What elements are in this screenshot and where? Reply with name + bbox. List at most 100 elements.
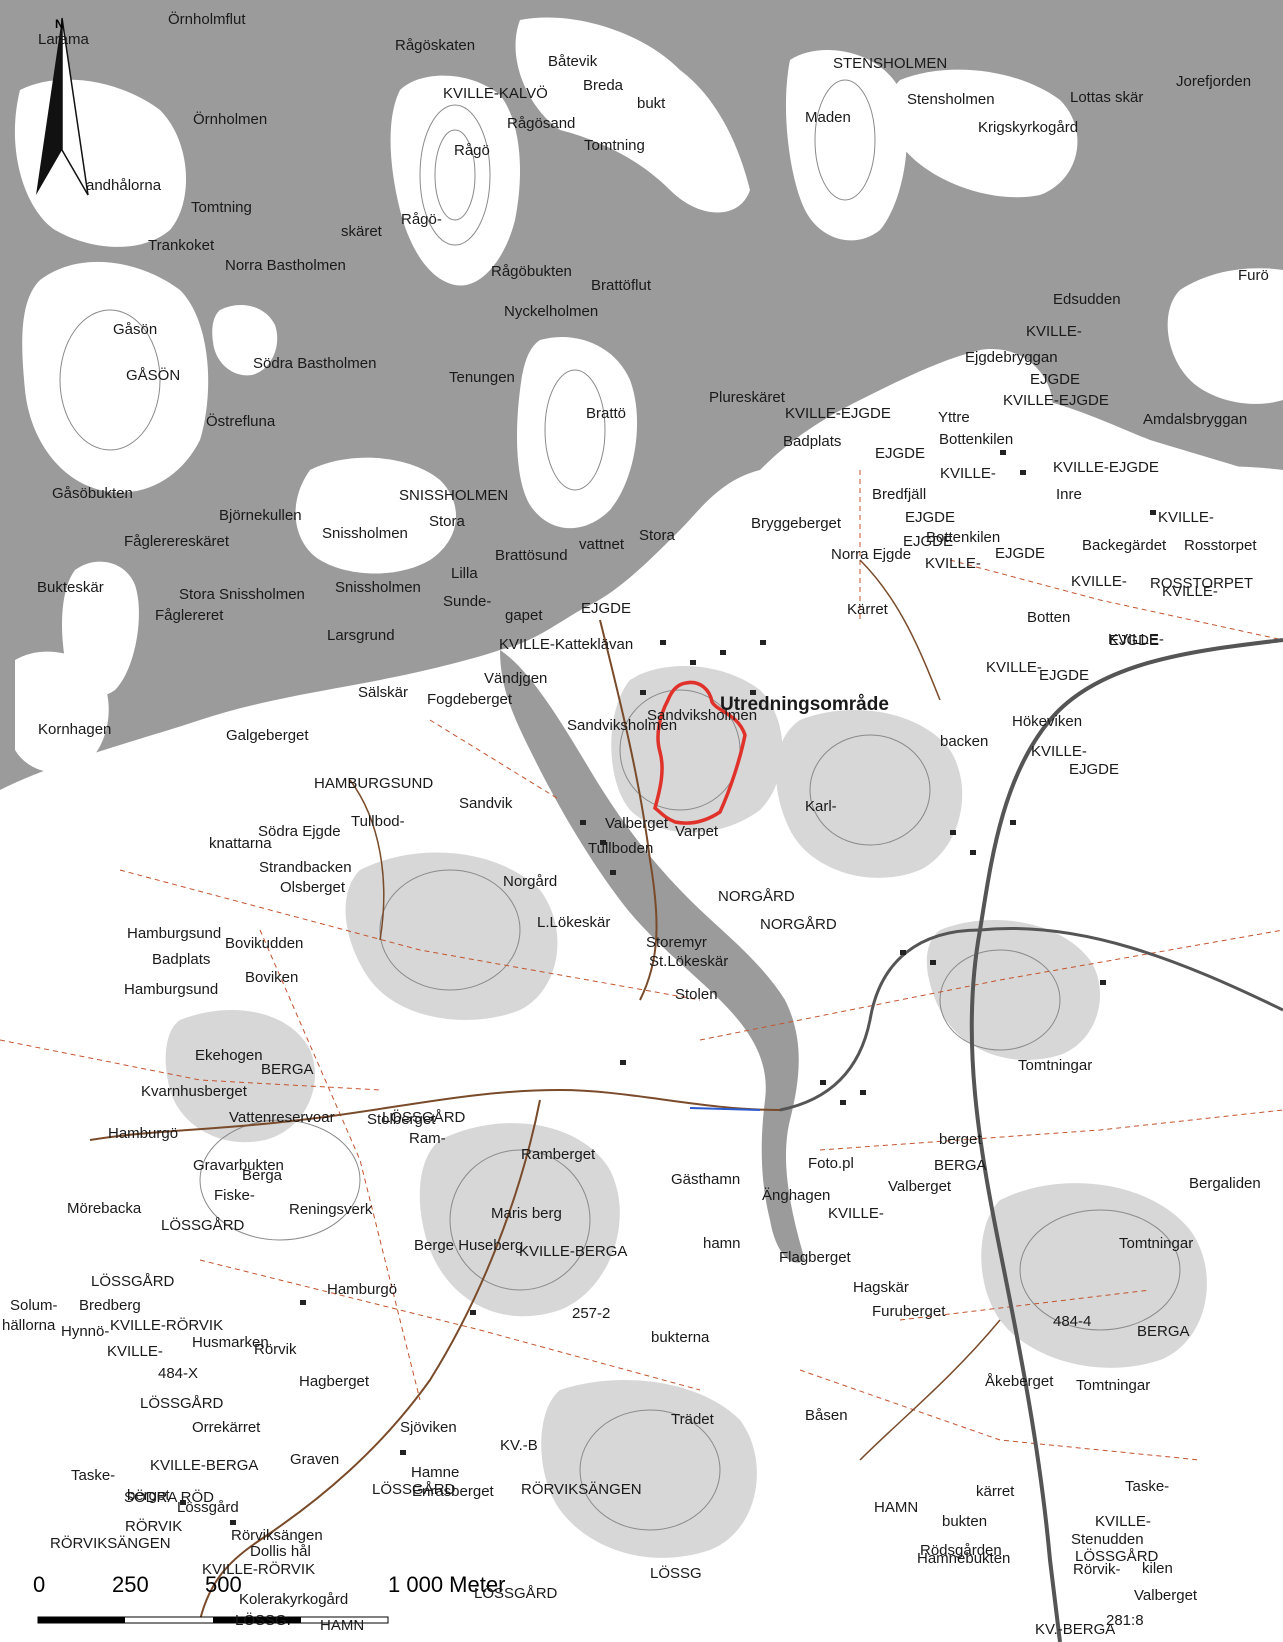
place-label: EJGDE <box>1109 632 1159 649</box>
place-label: Taske- <box>71 1467 115 1484</box>
place-label: BERGA <box>261 1061 314 1078</box>
place-label: Rosstorpet <box>1184 537 1257 554</box>
place-label: Rågö- <box>401 211 442 228</box>
place-label: Hynnö- <box>61 1323 109 1340</box>
place-label: GÅSÖN <box>126 366 180 384</box>
place-label: NORGÅRD <box>760 916 837 933</box>
roads <box>89 559 1283 1642</box>
place-label: Berga <box>242 1167 283 1184</box>
place-label: Badplats <box>783 433 841 450</box>
place-label: KVILLE-Katteklävan <box>499 636 633 653</box>
place-label: LÖSSGÅRD <box>372 1480 456 1498</box>
island-furo <box>1167 268 1283 404</box>
place-label: Hamburgsund <box>124 981 218 998</box>
place-label: Rågösand <box>507 115 575 132</box>
hamburgsund-sound <box>500 650 805 1263</box>
place-label: Bryggeberget <box>751 515 842 532</box>
place-label: KVILLE-EJGDE <box>1003 392 1109 409</box>
place-label: Amdalsbryggan <box>1143 411 1247 428</box>
place-label: backen <box>940 733 988 750</box>
place-label: Björnekullen <box>219 507 302 524</box>
place-label: KVILLE- <box>1158 509 1214 526</box>
place-label: KVILLE-RÖRVIK <box>202 1560 315 1578</box>
place-label: KV.-BERGA <box>1035 1621 1115 1638</box>
road-to-hamburgsund <box>779 928 981 1112</box>
place-label: berget <box>127 1487 170 1504</box>
place-label: Krigskyrkogård <box>978 119 1078 136</box>
property-boundaries <box>0 470 1283 1461</box>
place-label: Norgård <box>503 873 557 890</box>
place-label: Sandviksholmen <box>567 717 677 734</box>
place-label: 484-4 <box>1053 1313 1091 1330</box>
place-label: Hagskär <box>853 1279 909 1296</box>
place-label: bukterna <box>651 1329 710 1346</box>
place-label: hamn <box>703 1235 741 1252</box>
place-label: Valberget <box>605 815 669 832</box>
place-label: KVILLE- <box>1026 323 1082 340</box>
island-maris-berg <box>35 1139 156 1261</box>
place-label: Bottenkilen <box>939 431 1013 448</box>
island-north-center <box>515 17 750 213</box>
place-label: Ramberget <box>521 1146 596 1163</box>
place-label: Hamburgsund <box>127 925 221 942</box>
place-label: Rörviksängen <box>231 1527 323 1544</box>
place-label: Mörebacka <box>67 1200 142 1217</box>
place-label: LÖSSGÅRD <box>161 1216 245 1234</box>
place-label: Brattöflut <box>591 277 652 294</box>
place-label: Brattö <box>586 405 626 422</box>
road-west <box>89 1088 781 1141</box>
place-label: EJGDE <box>903 533 953 550</box>
place-label: hällorna <box>2 1317 56 1334</box>
place-label: Rörvik- <box>1073 1561 1121 1578</box>
place-label: Berge Huseberg <box>414 1237 523 1254</box>
place-label: Inre <box>1056 486 1082 503</box>
scale-tick-500: 500 <box>205 1572 242 1597</box>
place-label: Gravarbukten <box>193 1157 284 1174</box>
scale-tick-0: 0 <box>33 1572 45 1597</box>
place-label: Varpet <box>675 823 719 840</box>
place-label: Kärret <box>847 601 889 618</box>
place-label: Gåsöbukten <box>52 485 133 502</box>
place-label: Stenudden <box>1071 1531 1144 1548</box>
contour-lines <box>59 79 1181 1531</box>
place-label: kilen <box>1142 1560 1173 1577</box>
ejgde-peninsula <box>690 349 1053 624</box>
place-label: Lottas skär <box>1070 89 1143 106</box>
scale-tick-250: 250 <box>112 1572 149 1597</box>
place-label: LÖSSGÅRD <box>91 1272 175 1290</box>
island-west-south <box>0 1277 116 1450</box>
place-label: Dollis hål <box>250 1543 311 1560</box>
place-label: St.Lökeskär <box>649 953 728 970</box>
place-label: Edsudden <box>1053 291 1121 308</box>
place-label: Södra Ejgde <box>258 823 341 840</box>
place-label: KVILLE- <box>1162 583 1218 600</box>
place-label: LÖSSGÅRD <box>382 1108 466 1126</box>
mainland <box>0 394 1283 1642</box>
place-label: Stora <box>429 513 466 530</box>
place-label: Båtevik <box>548 53 598 70</box>
place-label: Rödsgården <box>920 1542 1002 1559</box>
place-label: Jorefjorden <box>1176 73 1251 90</box>
place-label: Karl- <box>805 798 837 815</box>
place-label: KVILLE- <box>1031 743 1087 760</box>
study-area-boundary <box>653 680 747 825</box>
place-label: LÖSSG <box>650 1564 702 1582</box>
island-dollis <box>18 1491 136 1603</box>
place-label: L.Lökeskär <box>537 914 610 931</box>
place-label: KVILLE- <box>828 1205 884 1222</box>
island-gason <box>22 261 209 493</box>
place-label: Tullboden <box>588 840 653 857</box>
place-label: 257-2 <box>572 1305 610 1322</box>
place-label: RÖRVIKSÄNGEN <box>50 1534 171 1552</box>
place-label: SNISSHOLMEN <box>399 487 508 504</box>
place-label: Hamburgö <box>108 1125 178 1142</box>
place-label: BERGA <box>1137 1323 1190 1340</box>
island-stensholmen <box>785 50 908 241</box>
place-label: KVILLE- <box>1108 631 1164 648</box>
place-label: RÖRVIKSÄNGEN <box>521 1480 642 1498</box>
place-label: ROSSTORPET <box>1150 575 1253 592</box>
place-label: Stolen <box>675 986 718 1003</box>
